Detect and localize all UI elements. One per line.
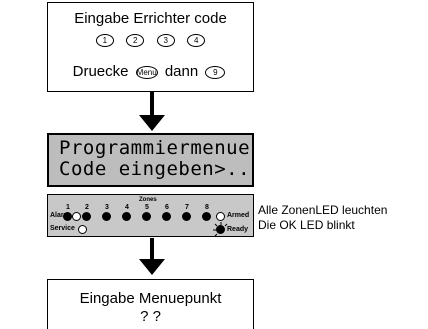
ready-led	[216, 225, 225, 234]
zone-led-4	[122, 212, 131, 221]
key-1: 1	[95, 34, 114, 48]
zone-led-3	[102, 212, 111, 221]
code-entry-title: Eingabe Errichter code	[74, 10, 227, 27]
key-3: 3	[156, 34, 175, 48]
led-panel: Zones 1 2 3 4 5 6 7 8 Alarm Armed Servic…	[47, 194, 254, 237]
ready-label: Ready	[227, 226, 249, 233]
side-note: Alle ZonenLED leuchten Die OK LED blinkt	[258, 203, 387, 233]
press-prefix: Druecke	[72, 63, 129, 80]
zone-number-4: 4	[125, 204, 129, 211]
lcd-line-2: Code eingeben>..	[59, 158, 251, 180]
lcd-line-1: Programmiermenue	[59, 137, 251, 159]
flow-arrow-2	[150, 238, 154, 260]
zone-number-7: 7	[185, 204, 189, 211]
press-instruction: Druecke Menu dann 9	[48, 63, 253, 80]
zone-led-2	[82, 212, 91, 221]
zones-label: Zones	[139, 197, 157, 203]
menu-key: Menu	[135, 65, 158, 79]
alarm-led	[72, 212, 81, 221]
zone-number-3: 3	[105, 204, 109, 211]
zone-number-2: 2	[85, 204, 89, 211]
ready-blink-icon	[213, 222, 228, 237]
armed-led	[216, 212, 225, 221]
flow-arrow-1-head	[139, 115, 165, 131]
zone-number-5: 5	[145, 204, 149, 211]
code-entry-box: Eingabe Errichter code 1 2 3 4 Druecke M…	[47, 2, 254, 92]
zone-led-6	[162, 212, 171, 221]
zone-led-5	[142, 212, 151, 221]
zone-number-6: 6	[165, 204, 169, 211]
zone-led-7	[182, 212, 191, 221]
nine-key: 9	[205, 65, 226, 79]
menu-entry-title: Eingabe Menuepunkt	[79, 290, 222, 307]
zone-number-1: 1	[66, 204, 70, 211]
zone-number-8: 8	[205, 204, 209, 211]
side-note-line-2: Die OK LED blinkt	[258, 218, 355, 232]
code-keys-row: 1 2 3 4	[48, 32, 253, 50]
service-led	[78, 225, 87, 234]
key-4: 4	[187, 34, 206, 48]
flow-arrow-1	[150, 92, 154, 116]
menu-entry-subtitle: ? ?	[140, 308, 161, 325]
press-middle: dann	[164, 63, 199, 80]
alarm-label: Alarm	[50, 212, 70, 219]
menu-entry-box: Eingabe Menuepunkt ? ?	[47, 279, 254, 329]
flow-arrow-2-head	[139, 259, 165, 275]
key-2: 2	[126, 34, 145, 48]
side-note-line-1: Alle ZonenLED leuchten	[258, 203, 388, 217]
zone-led-1	[63, 212, 72, 221]
lcd-display: Programmiermenue Code eingeben>..	[47, 133, 254, 187]
armed-label: Armed	[227, 212, 250, 219]
zone-led-8	[202, 212, 211, 221]
service-label: Service	[50, 225, 75, 232]
